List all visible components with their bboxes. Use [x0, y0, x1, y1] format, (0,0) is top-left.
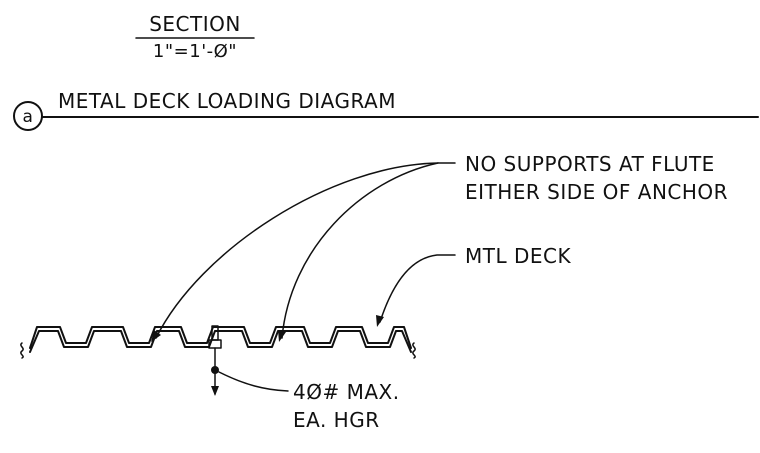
leader-to-load-point — [218, 371, 289, 392]
leader-to-right-flute — [281, 162, 456, 339]
load-line1: 4Ø# MAX. — [293, 380, 400, 404]
load-arrow-head — [211, 386, 219, 396]
mtl-deck-leader — [376, 254, 456, 327]
hanger-anchor — [208, 325, 222, 396]
mtl-deck-label: MTL DECK — [465, 244, 571, 268]
load-point-dot — [211, 366, 219, 374]
leader-arrow-deck — [376, 315, 384, 327]
section-label: SECTION 1"=1'-Ø" — [135, 12, 255, 62]
callout-text: NO SUPPORTS AT FLUTE EITHER SIDE OF ANCH… — [293, 152, 728, 432]
leader-arrow-right — [278, 330, 286, 342]
left-break-symbol — [20, 342, 24, 359]
detail-title-block: a METAL DECK LOADING DIAGRAM — [13, 89, 759, 131]
deck-bottom-line — [29, 330, 412, 353]
leader-to-left-flute — [155, 162, 439, 339]
leader-arrow-left — [151, 330, 161, 342]
no-supports-line1: NO SUPPORTS AT FLUTE — [465, 152, 715, 176]
metal-deck-profile — [20, 326, 416, 359]
detail-tag: a — [23, 107, 34, 127]
deck-top-line — [29, 326, 412, 349]
section-title: SECTION — [149, 12, 241, 36]
detail-title: METAL DECK LOADING DIAGRAM — [58, 89, 396, 113]
section-scale: 1"=1'-Ø" — [153, 41, 237, 62]
load-line2: EA. HGR — [293, 408, 380, 432]
right-break-symbol — [412, 342, 416, 359]
no-supports-leaders — [151, 162, 456, 342]
load-leader — [218, 371, 289, 392]
leader-to-deck — [379, 254, 456, 323]
no-supports-line2: EITHER SIDE OF ANCHOR — [465, 180, 728, 204]
